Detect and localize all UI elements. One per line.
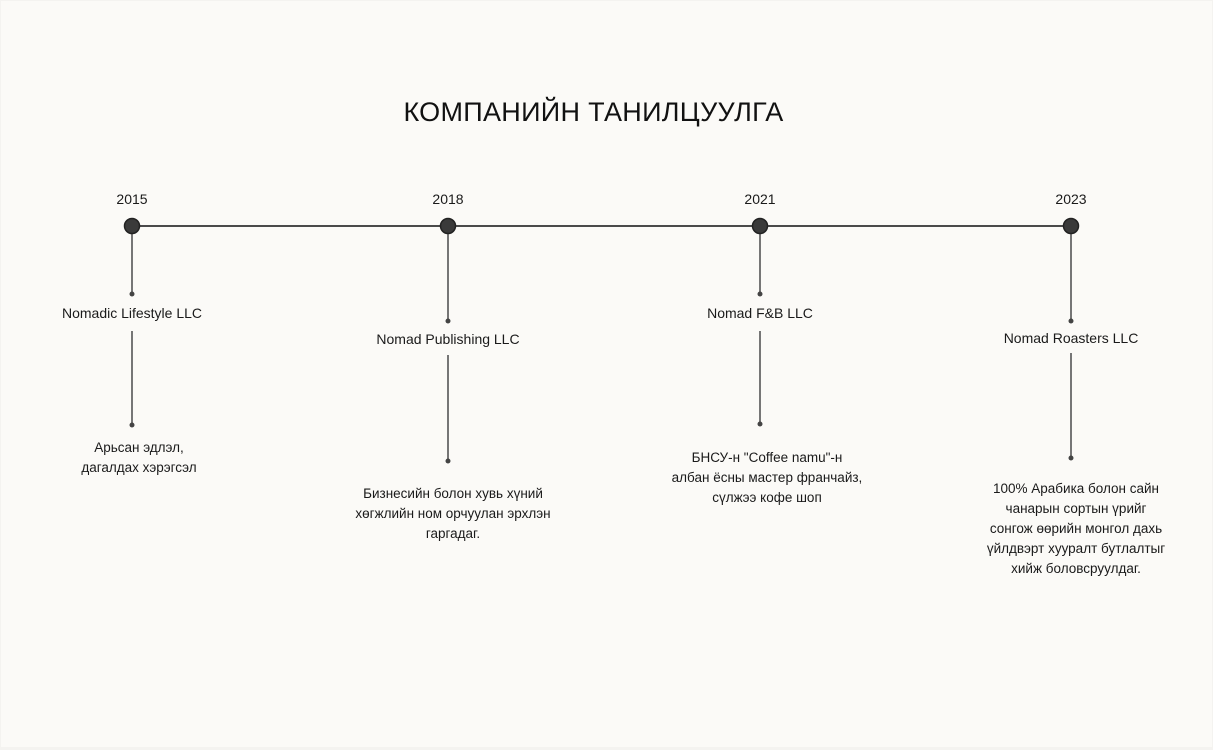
- connector-dot: [129, 291, 135, 297]
- year-label: 2021: [744, 191, 776, 207]
- connector-dot: [445, 458, 451, 464]
- company-name: Nomad F&B LLC: [640, 304, 880, 322]
- connector-dot: [1068, 318, 1074, 324]
- milestone-node-2021: [751, 217, 769, 235]
- milestone-node-2015: [123, 217, 141, 235]
- page-title: КОМПАНИЙН ТАНИЛЦУУЛГА: [403, 97, 784, 127]
- connector-dot: [757, 421, 763, 427]
- company-name: Nomad Roasters LLC: [951, 329, 1191, 347]
- connector-dot: [445, 318, 451, 324]
- connector-dot: [757, 291, 763, 297]
- year-label: 2023: [1055, 191, 1087, 207]
- company-name: Nomadic Lifestyle LLC: [12, 304, 252, 322]
- milestone-node-2023: [1062, 217, 1080, 235]
- connector-dot: [129, 422, 135, 428]
- year-label: 2018: [432, 191, 464, 207]
- year-label: 2015: [116, 191, 148, 207]
- company-description: Арьсан эдлэл,дагалдах хэрэгсэл: [81, 440, 197, 475]
- milestone-node-2018: [439, 217, 457, 235]
- connector-dot: [1068, 455, 1074, 461]
- company-name: Nomad Publishing LLC: [328, 330, 568, 348]
